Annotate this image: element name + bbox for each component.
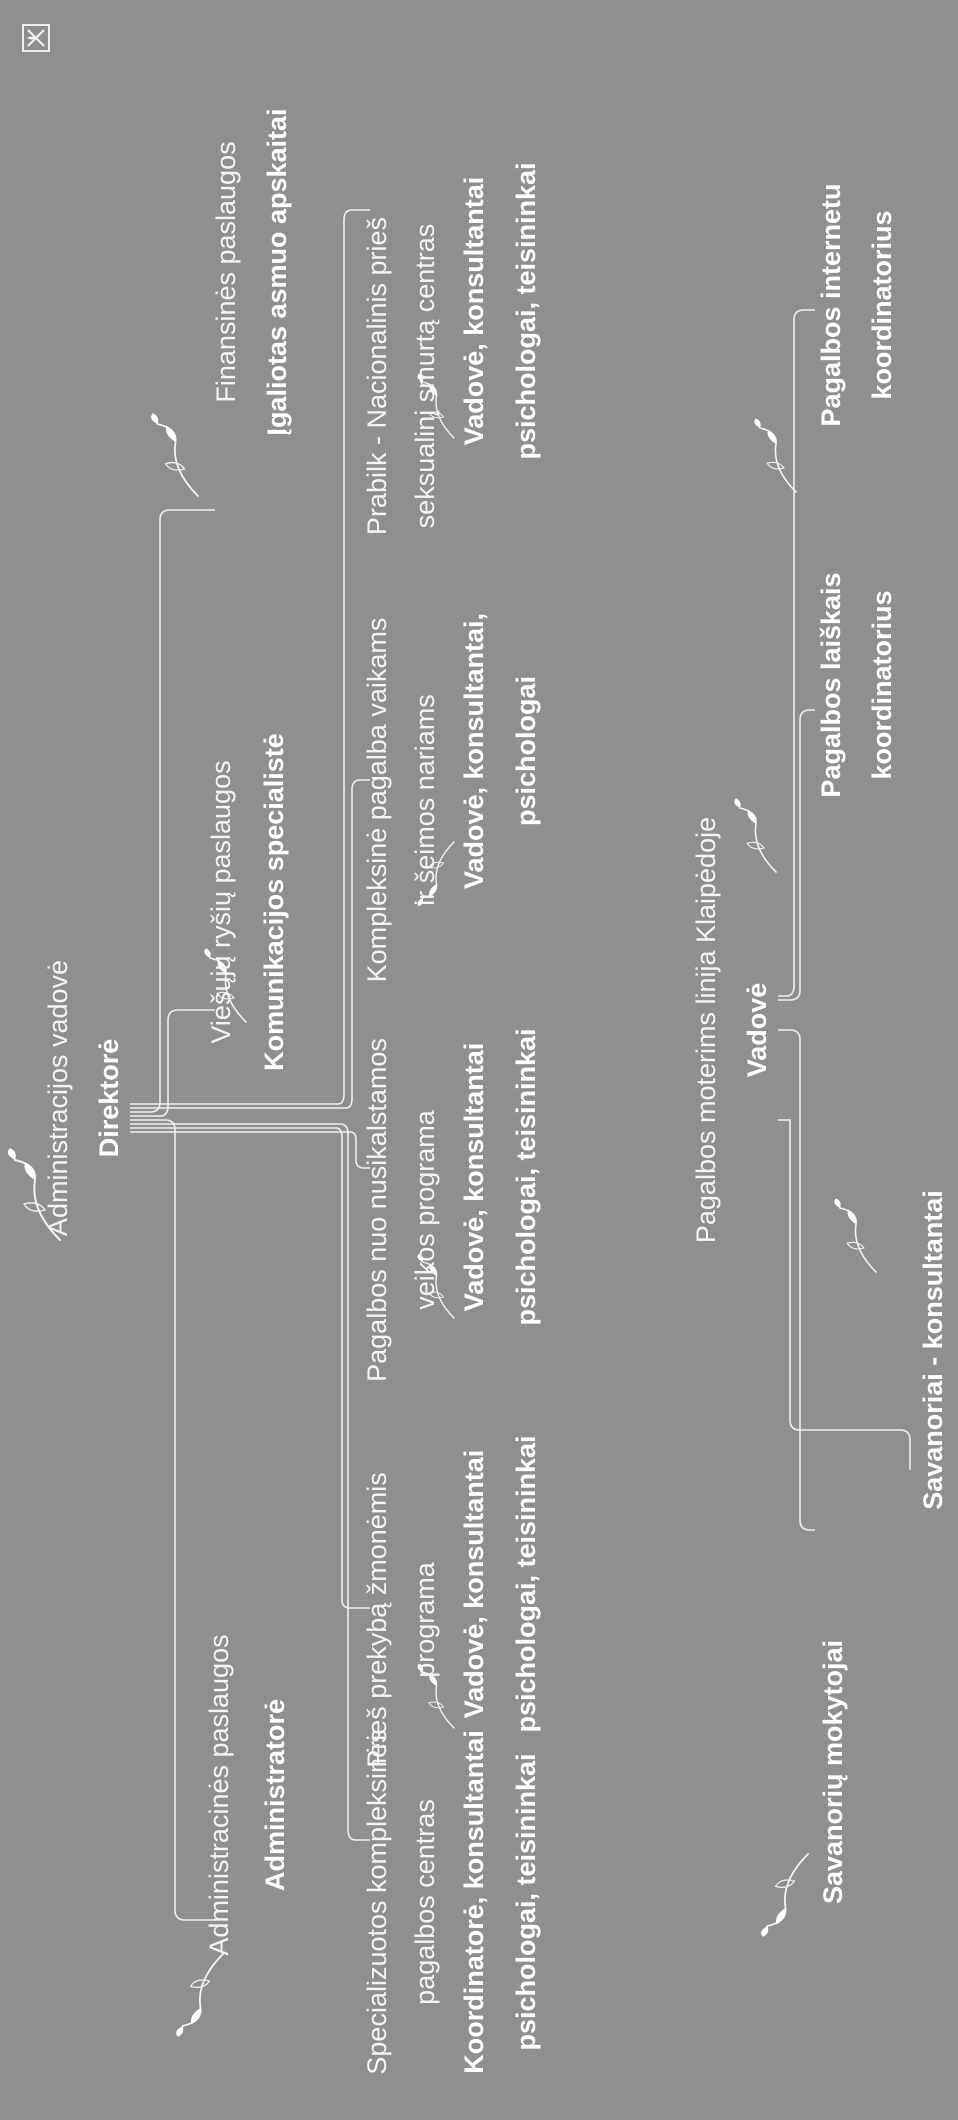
sprig-director bbox=[7, 1148, 61, 1241]
sprig-crime-victims bbox=[417, 1253, 455, 1319]
unit-title-financial-services: Finansinės paslaugos bbox=[211, 141, 241, 403]
helpline-sub-internet-coordinator-1: Pagalbos internetu bbox=[816, 183, 846, 427]
sprig-children-family bbox=[417, 841, 455, 907]
unit-title-specialized-center-1: Specializuotos kompleksinės bbox=[362, 1729, 392, 2075]
sprig-prabilk bbox=[417, 373, 455, 439]
sprig-admin-services bbox=[176, 1953, 224, 2037]
sprig-volunteer-teachers bbox=[761, 1853, 809, 1937]
unit-title-public-relations: Viešųjų ryšių paslaugos bbox=[206, 760, 236, 1044]
sprig-financial-services bbox=[151, 413, 199, 497]
unit-title-anti-trafficking-2: programa bbox=[410, 1562, 440, 1678]
connector-volunteer-consultants bbox=[778, 1119, 911, 1470]
connector-internet-coordinator bbox=[778, 309, 815, 997]
unit-staff-admin-services: Administratorė bbox=[260, 1698, 290, 1892]
unit-staff-children-family-2: psichologai bbox=[511, 675, 541, 827]
unit-staff-crime-victims-1: Vadovė, konsultantai bbox=[459, 1042, 489, 1312]
unit-staff-anti-trafficking-2: psichologai, teisininkai bbox=[511, 1435, 541, 1733]
sprig-internet-coordinator bbox=[754, 418, 797, 493]
unit-staff-financial-services: Įgaliotas asmuo apskaitai bbox=[262, 108, 292, 436]
connector-prabilk bbox=[130, 209, 370, 1105]
sprig-anti-trafficking bbox=[417, 1663, 455, 1729]
connector-letters-coordinator bbox=[778, 709, 815, 1001]
sprig-helpline-center bbox=[734, 798, 777, 873]
unit-staff-specialized-center-1: Koordinatorė, konsultantai bbox=[459, 1730, 489, 2074]
sprig-public-relations bbox=[204, 948, 247, 1023]
unit-staff-prabilk-1: Vadovė, konsultantai bbox=[459, 176, 489, 446]
connector-anti-trafficking bbox=[130, 1127, 370, 1609]
helpline-sub-internet-coordinator-2: koordinatorius bbox=[867, 210, 897, 400]
connector-admin-services bbox=[130, 1119, 215, 1921]
connector-public-relations bbox=[130, 1009, 215, 1117]
unit-staff-crime-victims-2: psichologai, teisininkai bbox=[511, 1028, 541, 1326]
connector-specialized-center bbox=[130, 1123, 370, 1841]
helpline-head: Vadovė bbox=[742, 982, 772, 1078]
unit-staff-children-family-1: Vadovė, konsultantai, bbox=[459, 612, 489, 890]
admin-head-title: Administracijos vadovė bbox=[43, 959, 73, 1237]
unit-title-crime-victims-1: Pagalbos nuo nusikalstamos bbox=[362, 1038, 392, 1382]
unit-staff-prabilk-2: psichologai, teisininkai bbox=[511, 162, 541, 460]
connector-crime-victims bbox=[130, 1131, 370, 1169]
unit-title-prabilk-2: seksualinį smurtą centras bbox=[410, 223, 440, 529]
unit-title-anti-trafficking-1: Prieš prekybą žmonėmis bbox=[362, 1472, 392, 1768]
unit-title-prabilk-1: Prabilk - Nacionalinis prieš bbox=[362, 216, 392, 536]
helpline-sub-letters-coordinator-2: koordinatorius bbox=[867, 590, 897, 780]
unit-title-admin-services: Administracinės paslaugos bbox=[204, 1634, 234, 1956]
helpline-title: Pagalbos moterims linija Klaipėdoje bbox=[691, 816, 721, 1244]
logo-icon bbox=[22, 24, 50, 52]
unit-title-specialized-center-2: pagalbos centras bbox=[410, 1799, 440, 2005]
unit-staff-public-relations: Komunikacijos specialistė bbox=[259, 733, 289, 1071]
director-title: Direktorė bbox=[94, 1038, 124, 1158]
connector-volunteer-teachers bbox=[778, 1029, 815, 1531]
helpline-sub-volunteer-teachers: Savanorių mokytojai bbox=[818, 1639, 848, 1905]
unit-title-children-family-1: Kompleksinė pagalba vaikams bbox=[362, 617, 392, 983]
helpline-sub-volunteer-consultants: Savanoriai - konsultantai bbox=[918, 1190, 948, 1510]
unit-staff-specialized-center-2: psichologai, teisininkai bbox=[511, 1753, 541, 2051]
helpline-sub-letters-coordinator-1: Pagalbos laiškais bbox=[816, 572, 846, 798]
sprig-volunteer-consultants bbox=[834, 1198, 877, 1273]
connector-financial-services bbox=[130, 509, 215, 1113]
unit-title-crime-victims-2: veikos programa bbox=[410, 1110, 440, 1310]
connector-children-family bbox=[130, 779, 370, 1109]
unit-title-children-family-2: ir šeimos nariams bbox=[410, 694, 440, 906]
unit-staff-anti-trafficking-1: Vadovė, konsultantai bbox=[459, 1449, 489, 1719]
